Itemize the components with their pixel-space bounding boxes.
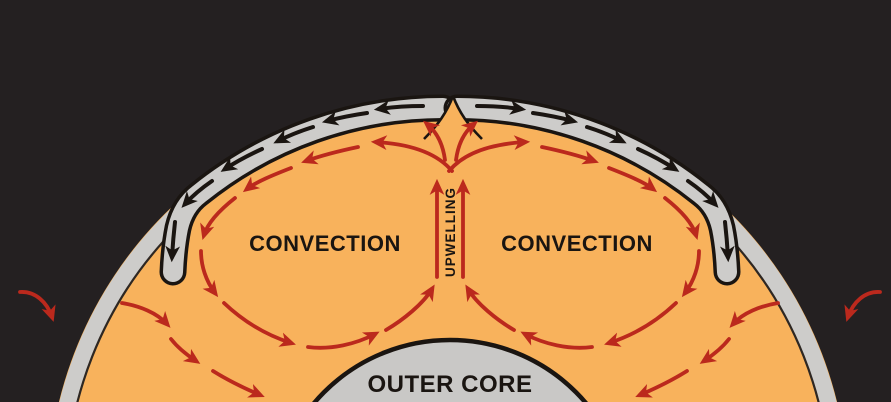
upwelling-top-curl-left [422,120,447,162]
plate-motion-right-2 [531,111,579,126]
right-cell-bottom-right [604,301,678,347]
left-cell-bottom [306,331,380,350]
slab-sink-right [719,220,735,263]
outer-right-mid [699,337,731,364]
right-cell-bottom [520,331,594,350]
ridge-wedge-right-edge [451,95,483,140]
plate-motion-left-2 [321,111,369,126]
right-cell-top [540,145,599,165]
convection-left-label: CONVECTION [249,231,401,256]
outer-right-lower [635,369,689,398]
plate-left [163,98,453,282]
outer-core [312,337,588,402]
plate-right [447,98,737,282]
outer-left-lower [211,369,265,398]
plate-motion-right-5 [686,179,719,208]
outer-core-label: OUTER CORE [367,371,532,398]
outer-left-mid [169,337,201,364]
right-cell-right-lower [681,249,701,298]
plate-motion-right-3 [585,125,627,144]
right-cell-right-down [663,196,700,240]
left-cell-left-down [200,196,237,240]
plate-motion-left-4 [220,147,264,172]
plate-motion-left-5 [181,179,214,208]
left-cell-to-upwelling [384,284,435,332]
plate-motion-right-4 [636,147,680,172]
slab-sink-left [165,220,181,263]
plate-motion-left-1 [373,100,425,115]
convection-right-label: CONVECTION [501,231,653,256]
upwelling-label: UPWELLING [443,187,458,277]
left-cell-left-lower [199,249,219,298]
outer-left-slab-down [120,301,171,328]
outer-right-slab-down [729,301,780,328]
right-cell-upper-right [607,166,658,193]
plate-motion-left-3 [273,125,315,144]
plate-motion-arrows [165,100,735,263]
upwelling-top-curl-right [454,120,479,162]
convection-flow-arrows [18,120,882,398]
ridge-outflow-right [447,135,531,173]
outer-right-edge-curl [844,290,882,322]
plate-motion-right-1 [475,100,527,115]
right-cell-to-upwelling [465,284,516,332]
left-cell-top [301,145,360,165]
left-cell-upper-left [242,166,293,193]
ridge-outflow-left [370,135,454,173]
left-cell-bottom-left [222,301,296,347]
outer-left-edge-curl [18,290,56,322]
